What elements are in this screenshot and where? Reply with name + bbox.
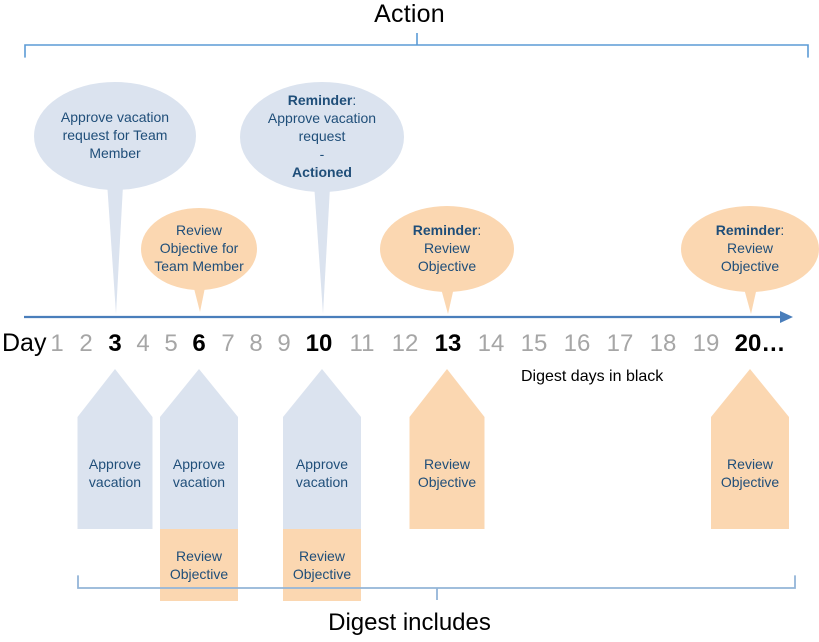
block-shape [77, 369, 153, 529]
day-label-17: 17 [606, 330, 634, 357]
day-label-19: 19 [692, 330, 720, 357]
day-label-18: 18 [649, 330, 677, 357]
day-label-16: 16 [563, 330, 591, 357]
day-label-9: 9 [277, 330, 291, 357]
day-label-15: 15 [520, 330, 548, 357]
day-label-20: 20… [734, 330, 786, 357]
day-axis-label: Day [2, 329, 47, 357]
day-label-5: 5 [164, 330, 178, 357]
callout-shape [34, 82, 196, 314]
day-label-3: 3 [108, 330, 122, 357]
block-shape [409, 369, 485, 529]
timeline-axis [24, 311, 793, 323]
callout-shape [141, 208, 257, 312]
block-shape [711, 369, 789, 529]
footer-title: Digest includes [328, 609, 491, 636]
callout-shape [380, 206, 514, 314]
day-label-14: 14 [477, 330, 505, 357]
digest-includes-bracket [77, 575, 796, 600]
block-shape [160, 369, 238, 601]
day-label-10: 10 [305, 330, 333, 357]
block-shape [283, 369, 361, 601]
day-label-1: 1 [50, 330, 64, 357]
day-label-12: 12 [391, 330, 419, 357]
day-label-11: 11 [349, 330, 375, 357]
action-bracket [24, 33, 809, 58]
callout-shape [240, 82, 404, 314]
day-label-13: 13 [434, 330, 462, 357]
callout-shape [681, 206, 819, 314]
digest-days-note: Digest days in black [521, 368, 664, 385]
day-label-8: 8 [249, 330, 263, 357]
day-label-4: 4 [136, 330, 150, 357]
day-label-2: 2 [79, 330, 93, 357]
day-label-7: 7 [221, 330, 235, 357]
page-title: Action [374, 0, 445, 28]
day-label-6: 6 [192, 330, 206, 357]
